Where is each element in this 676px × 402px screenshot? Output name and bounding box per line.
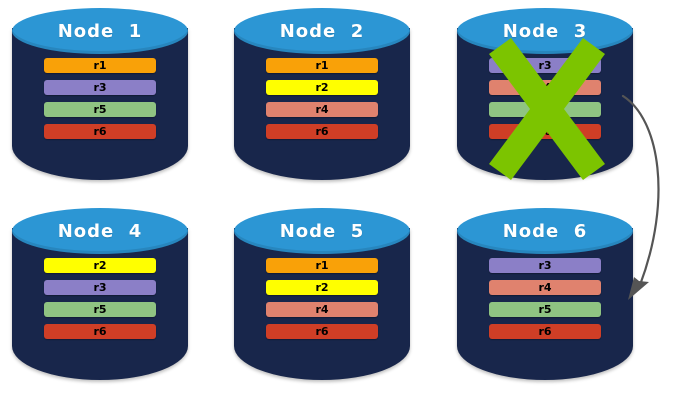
node-title-4: Node 4	[57, 220, 143, 242]
replica-bar[interactable]: r4	[266, 102, 378, 117]
replica-bar[interactable]: r1	[266, 58, 378, 73]
replica-list-3: r3 r4 r5 r6	[477, 58, 613, 146]
node-title-1: Node 1	[57, 20, 143, 42]
node-cylinder-1[interactable]: Node 1 r1 r3 r5 r6	[0, 0, 200, 192]
node-cylinder-2[interactable]: Node 2 r1 r2 r4 r6	[222, 0, 422, 192]
replica-bar[interactable]: r6	[266, 124, 378, 139]
replica-bar[interactable]: r2	[44, 258, 156, 273]
node-cylinder-3[interactable]: Node 3 r3 r4 r5 r6	[445, 0, 645, 192]
replica-bar[interactable]: r3	[44, 80, 156, 95]
replica-bar[interactable]: r4	[489, 280, 601, 295]
replica-list-1: r1 r3 r5 r6	[32, 58, 168, 146]
node-top-ellipse-2	[234, 8, 410, 54]
replica-bar[interactable]: r5	[44, 302, 156, 317]
replica-bar[interactable]: r6	[489, 324, 601, 339]
node-top-ellipse-1	[12, 8, 188, 54]
replica-bar[interactable]: r4	[489, 80, 601, 95]
node-title-2: Node 2	[279, 20, 365, 42]
replica-bar[interactable]: r5	[489, 302, 601, 317]
node-cylinder-6[interactable]: Node 6 r3 r4 r5 r6	[445, 200, 645, 392]
node-title-6: Node 6	[502, 220, 588, 242]
replica-list-5: r1 r2 r4 r6	[254, 258, 390, 346]
replica-bar[interactable]: r6	[44, 324, 156, 339]
node-top-ellipse-4	[12, 208, 188, 254]
node-top-ellipse-6	[457, 208, 633, 254]
node-title-5: Node 5	[279, 220, 365, 242]
replica-bar[interactable]: r3	[489, 58, 601, 73]
replica-bar[interactable]: r6	[489, 124, 601, 139]
replica-list-4: r2 r3 r5 r6	[32, 258, 168, 346]
replica-list-2: r1 r2 r4 r6	[254, 58, 390, 146]
node-top-ellipse-5	[234, 208, 410, 254]
replica-bar[interactable]: r5	[44, 102, 156, 117]
replica-bar[interactable]: r1	[266, 258, 378, 273]
replica-bar[interactable]: r1	[44, 58, 156, 73]
replica-bar[interactable]: r6	[44, 124, 156, 139]
node-cylinder-4[interactable]: Node 4 r2 r3 r5 r6	[0, 200, 200, 392]
replica-bar[interactable]: r2	[266, 80, 378, 95]
replica-bar[interactable]: r6	[266, 324, 378, 339]
node-title-3: Node 3	[502, 20, 588, 42]
replica-bar[interactable]: r2	[266, 280, 378, 295]
replica-bar[interactable]: r3	[489, 258, 601, 273]
replica-bar[interactable]: r5	[489, 102, 601, 117]
replica-bar[interactable]: r4	[266, 302, 378, 317]
replica-list-6: r3 r4 r5 r6	[477, 258, 613, 346]
replica-bar[interactable]: r3	[44, 280, 156, 295]
node-cylinder-5[interactable]: Node 5 r1 r2 r4 r6	[222, 200, 422, 392]
